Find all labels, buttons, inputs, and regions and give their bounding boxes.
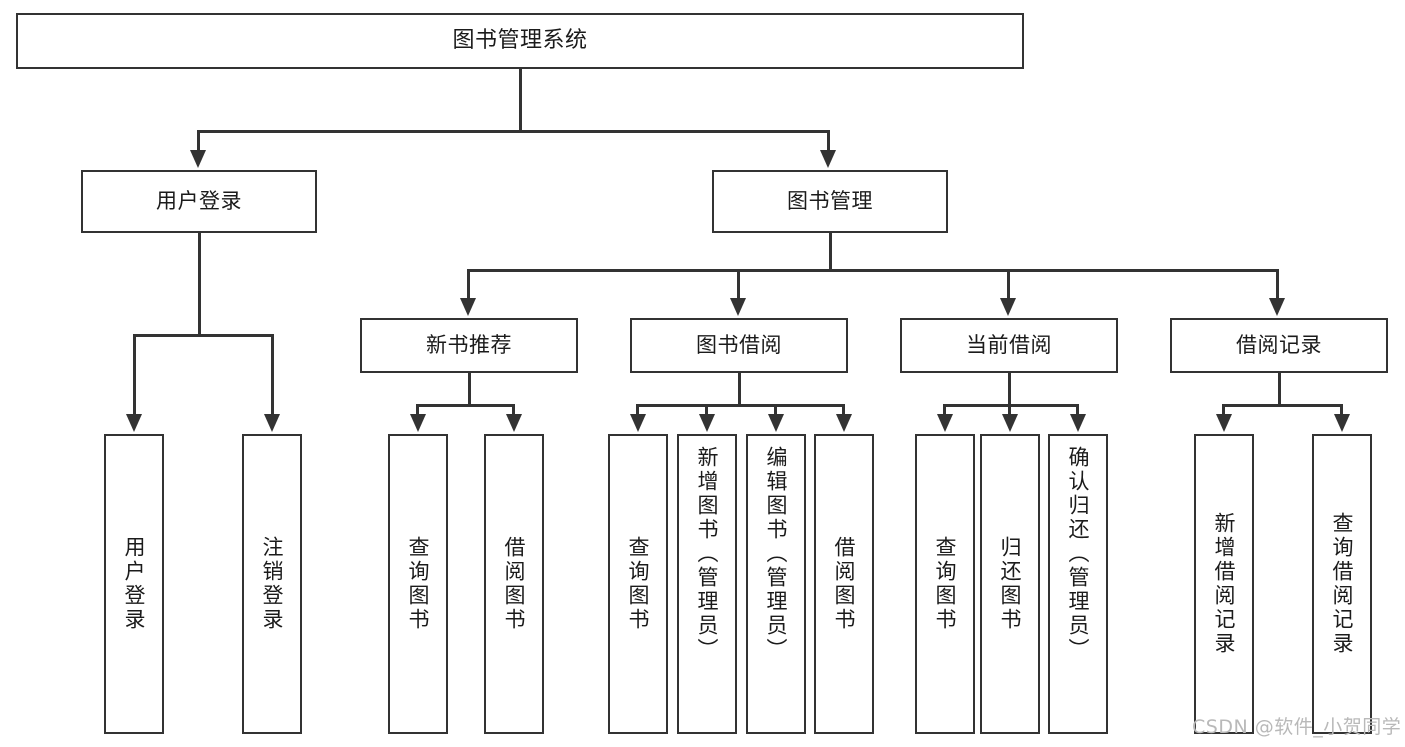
connector-login-stem	[198, 233, 201, 336]
leaf-confirm-return-admin[interactable]: 确认归还（管理员）	[1048, 434, 1108, 734]
connector-bookmgmt-stem	[829, 233, 832, 271]
connector-records-bus	[1222, 404, 1340, 407]
connector-root-stem	[519, 69, 522, 131]
connector-current-bus	[943, 404, 1078, 407]
arrowhead-borrow-to-leaf3	[768, 414, 784, 432]
node-label: 图书管理系统	[452, 28, 588, 54]
arrowhead-borrow-to-leaf4	[836, 414, 852, 432]
node-root-system[interactable]: 图书管理系统	[16, 13, 1024, 69]
leaf-query-borrow-record[interactable]: 查询借阅记录	[1312, 434, 1372, 734]
connector-current-to-leaf2	[1008, 404, 1011, 418]
connector-borrow-to-leaf1	[636, 404, 639, 418]
arrowhead-root-to-login	[190, 150, 206, 168]
node-new-book-recommend[interactable]: 新书推荐	[360, 318, 578, 373]
arrowhead-newbooks-to-leaf1	[410, 414, 426, 432]
leaf-label: 查询借阅记录	[1330, 512, 1355, 656]
connector-borrow-stem	[738, 373, 741, 406]
leaf-label: 新增图书（管理员）	[695, 446, 720, 662]
node-label: 当前借阅	[966, 333, 1052, 358]
leaf-label: 注销登录	[260, 536, 285, 632]
node-label: 借阅记录	[1236, 333, 1322, 358]
node-book-borrow[interactable]: 图书借阅	[630, 318, 848, 373]
connector-bookmgmt-to-borrow	[737, 269, 740, 302]
connector-root-to-login	[197, 130, 200, 154]
arrowhead-current-to-leaf1	[937, 414, 953, 432]
leaf-add-borrow-record[interactable]: 新增借阅记录	[1194, 434, 1254, 734]
connector-borrow-to-leaf2	[705, 404, 708, 418]
leaf-label: 查询图书	[406, 536, 431, 632]
connector-borrow-to-leaf3	[774, 404, 777, 418]
connector-current-stem	[1008, 373, 1011, 406]
connector-newbooks-to-leaf2	[512, 404, 515, 418]
leaf-label: 归还图书	[998, 536, 1023, 632]
arrowhead-bookmgmt-to-current	[1000, 298, 1016, 316]
connector-current-to-leaf1	[943, 404, 946, 418]
arrowhead-newbooks-to-leaf2	[506, 414, 522, 432]
leaf-return-book[interactable]: 归还图书	[980, 434, 1040, 734]
connector-newbooks-bus	[416, 404, 514, 407]
connector-login-bus	[133, 334, 271, 337]
leaf-label: 编辑图书（管理员）	[764, 446, 789, 662]
leaf-query-book-current[interactable]: 查询图书	[915, 434, 975, 734]
arrowhead-bookmgmt-to-borrow	[730, 298, 746, 316]
leaf-query-book-borrow[interactable]: 查询图书	[608, 434, 668, 734]
connector-current-to-leaf3	[1076, 404, 1079, 418]
leaf-query-book-newbooks[interactable]: 查询图书	[388, 434, 448, 734]
connector-login-to-leaf2	[271, 334, 274, 418]
leaf-user-login[interactable]: 用户登录	[104, 434, 164, 734]
connector-root-to-bookmgmt	[827, 130, 830, 154]
leaf-label: 借阅图书	[502, 536, 527, 632]
connector-bookmgmt-to-current	[1007, 269, 1010, 302]
connector-newbooks-stem	[468, 373, 471, 406]
node-user-login[interactable]: 用户登录	[81, 170, 317, 233]
leaf-label: 查询图书	[933, 536, 958, 632]
arrowhead-login-to-leaf1	[126, 414, 142, 432]
arrowhead-records-to-leaf1	[1216, 414, 1232, 432]
leaf-label: 确认归还（管理员）	[1066, 446, 1091, 662]
connector-bookmgmt-bus	[467, 269, 1278, 272]
leaf-label: 借阅图书	[832, 536, 857, 632]
arrowhead-borrow-to-leaf1	[630, 414, 646, 432]
leaf-edit-book-admin[interactable]: 编辑图书（管理员）	[746, 434, 806, 734]
connector-records-to-leaf2	[1340, 404, 1343, 418]
node-label: 图书借阅	[696, 333, 782, 358]
leaf-borrow-book-newbooks[interactable]: 借阅图书	[484, 434, 544, 734]
arrowhead-current-to-leaf3	[1070, 414, 1086, 432]
connector-bookmgmt-to-newbooks	[467, 269, 470, 302]
leaf-borrow-book[interactable]: 借阅图书	[814, 434, 874, 734]
arrowhead-borrow-to-leaf2	[699, 414, 715, 432]
arrowhead-root-to-bookmgmt	[820, 150, 836, 168]
leaf-label: 新增借阅记录	[1212, 512, 1237, 656]
node-borrow-records[interactable]: 借阅记录	[1170, 318, 1388, 373]
node-book-management[interactable]: 图书管理	[712, 170, 948, 233]
connector-bookmgmt-to-records	[1276, 269, 1279, 302]
node-label: 图书管理	[787, 189, 873, 214]
connector-records-stem	[1278, 373, 1281, 406]
arrowhead-current-to-leaf2	[1002, 414, 1018, 432]
connector-newbooks-to-leaf1	[416, 404, 419, 418]
arrowhead-login-to-leaf2	[264, 414, 280, 432]
connector-records-to-leaf1	[1222, 404, 1225, 418]
arrowhead-bookmgmt-to-records	[1269, 298, 1285, 316]
node-label: 用户登录	[156, 189, 242, 214]
arrowhead-records-to-leaf2	[1334, 414, 1350, 432]
connector-login-to-leaf1	[133, 334, 136, 418]
leaf-label: 用户登录	[122, 536, 147, 632]
connector-borrow-bus	[636, 404, 844, 407]
connector-borrow-to-leaf4	[842, 404, 845, 418]
arrowhead-bookmgmt-to-newbooks	[460, 298, 476, 316]
node-label: 新书推荐	[426, 333, 512, 358]
connector-root-bus	[197, 130, 829, 133]
node-current-borrow[interactable]: 当前借阅	[900, 318, 1118, 373]
leaf-logout[interactable]: 注销登录	[242, 434, 302, 734]
leaf-add-book-admin[interactable]: 新增图书（管理员）	[677, 434, 737, 734]
leaf-label: 查询图书	[626, 536, 651, 632]
